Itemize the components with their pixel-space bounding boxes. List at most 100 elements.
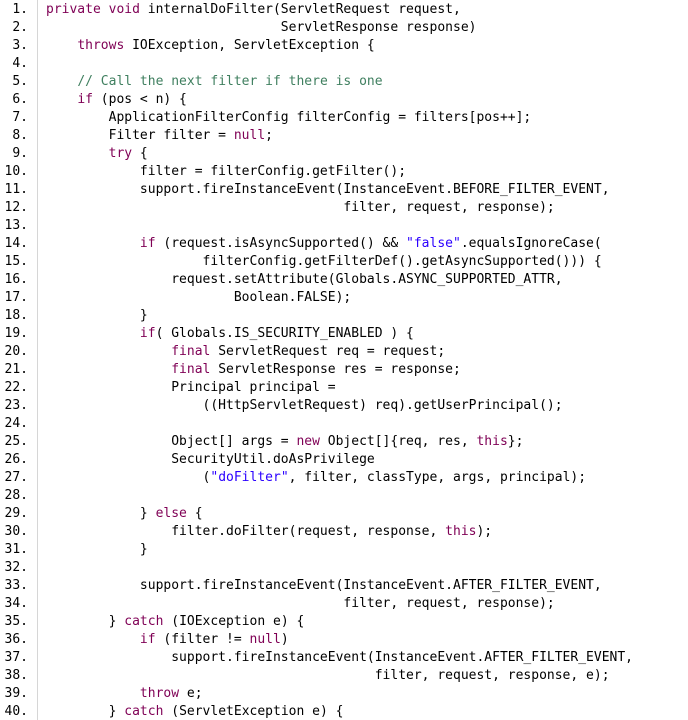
code-token: filter, request, response); [46, 596, 555, 611]
code-token: ( Globals.IS_SECURITY_ENABLED ) { [155, 326, 414, 341]
code-token: , filter, classType, args, principal); [288, 470, 587, 485]
code-text: } [46, 307, 148, 325]
code-text: final ServletResponse res = response; [46, 361, 461, 379]
code-token: }; [507, 434, 524, 449]
code-text: request.setAttribute(Globals.ASYNC_SUPPO… [46, 271, 562, 289]
line-number: 23. [4, 398, 28, 413]
code-token: } [46, 542, 148, 557]
code-text: Object[] args = new Object[]{req, res, t… [46, 433, 523, 451]
line-number: 25. [4, 434, 28, 449]
code-text: } [46, 541, 148, 559]
line-number: 38. [4, 668, 28, 683]
code-token: } [46, 614, 125, 629]
code-text: if( Globals.IS_SECURITY_ENABLED ) { [46, 325, 414, 343]
keyword-token: if [139, 326, 156, 341]
line-number: 31. [4, 542, 28, 557]
code-token: ApplicationFilterConfig filterConfig = f… [46, 110, 532, 125]
keyword-token: null [233, 128, 266, 143]
code-text: if (request.isAsyncSupported() && "false… [46, 235, 602, 253]
code-text: private void internalDoFilter(ServletReq… [46, 1, 461, 19]
code-text: filterConfig.getFilterDef().getAsyncSupp… [46, 253, 602, 271]
string-token: "doFilter" [210, 470, 289, 485]
keyword-token: new [296, 434, 320, 449]
code-text: filter, request, response, e); [46, 667, 610, 685]
code-token [46, 632, 140, 647]
line-number: 22. [4, 380, 28, 395]
code-token: (IOException e) { [163, 614, 305, 629]
code-token: filter = filterConfig.getFilter(); [46, 164, 407, 179]
code-token: ; [265, 128, 273, 143]
keyword-token: catch [124, 614, 164, 629]
code-text: if (filter != null) [46, 631, 289, 649]
code-token [46, 344, 171, 359]
code-token [46, 38, 77, 53]
line-number: 27. [4, 470, 28, 485]
line-number: 24. [4, 416, 28, 431]
line-number: 15. [4, 254, 28, 269]
line-number: 33. [4, 578, 28, 593]
line-number: 8. [12, 128, 28, 143]
line-number: 10. [4, 164, 28, 179]
code-token: (ServletException e) { [163, 704, 344, 719]
code-token: filter, request, response); [46, 200, 555, 215]
code-text: } else { [46, 505, 203, 523]
line-number: 11. [4, 182, 28, 197]
line-number: 34. [4, 596, 28, 611]
line-number: 36. [4, 632, 28, 647]
line-number: 12. [4, 200, 28, 215]
string-token: "false" [406, 236, 461, 251]
keyword-token: this [476, 434, 508, 449]
keyword-token: else [155, 506, 187, 521]
keyword-token: this [445, 524, 477, 539]
code-text: } catch (ServletException e) { [46, 703, 344, 720]
code-token: filter, request, response, e); [46, 668, 610, 683]
code-token: Boolean.FALSE); [46, 290, 352, 305]
comment-token: // Call the next filter if there is one [77, 74, 383, 89]
code-token: support.fireInstanceEvent(InstanceEvent.… [46, 578, 602, 593]
code-text: ApplicationFilterConfig filterConfig = f… [46, 109, 532, 127]
keyword-token: if [77, 92, 93, 107]
line-number: 17. [4, 290, 28, 305]
code-token: e; [179, 686, 203, 701]
code-text: final ServletRequest req = request; [46, 343, 445, 361]
keyword-token: catch [124, 704, 164, 719]
code-token: (request.isAsyncSupported() && [155, 236, 407, 251]
code-text: ((HttpServletRequest) req).getUserPrinci… [46, 397, 563, 415]
code-token: (filter != [155, 632, 250, 647]
code-token: support.fireInstanceEvent(InstanceEvent.… [46, 650, 633, 665]
code-token: ); [476, 524, 493, 539]
line-number: 2. [12, 20, 28, 35]
line-number: 18. [4, 308, 28, 323]
code-text: if (pos < n) { [46, 91, 187, 109]
code-text: throws IOException, ServletException { [46, 37, 375, 55]
line-number: 39. [4, 686, 28, 701]
code-token: } [46, 704, 125, 719]
keyword-token: final [171, 344, 211, 359]
line-number: 30. [4, 524, 28, 539]
line-number: 35. [4, 614, 28, 629]
code-token [46, 92, 77, 107]
code-token: (pos < n) { [92, 92, 187, 107]
line-number: 14. [4, 236, 28, 251]
code-token: { [132, 146, 148, 161]
code-token [46, 146, 109, 161]
line-number: 20. [4, 344, 28, 359]
code-token: ) [280, 632, 289, 647]
keyword-token: if [139, 632, 156, 647]
gutter-divider [37, 0, 38, 720]
code-text: filter = filterConfig.getFilter(); [46, 163, 406, 181]
line-number: 4. [12, 56, 28, 71]
line-number: 13. [4, 218, 28, 233]
code-text: } catch (IOException e) { [46, 613, 305, 631]
keyword-token: throw [139, 686, 180, 701]
code-token: Object[] args = [46, 434, 297, 449]
line-number: 3. [12, 38, 28, 53]
code-token: IOException, ServletException { [124, 38, 375, 53]
keyword-token: try [108, 146, 133, 161]
code-text: support.fireInstanceEvent(InstanceEvent.… [46, 577, 602, 595]
code-token [46, 236, 140, 251]
code-text: // Call the next filter if there is one [46, 73, 383, 91]
line-number: 6. [12, 92, 28, 107]
code-token [46, 686, 140, 701]
line-number: 5. [12, 74, 28, 89]
